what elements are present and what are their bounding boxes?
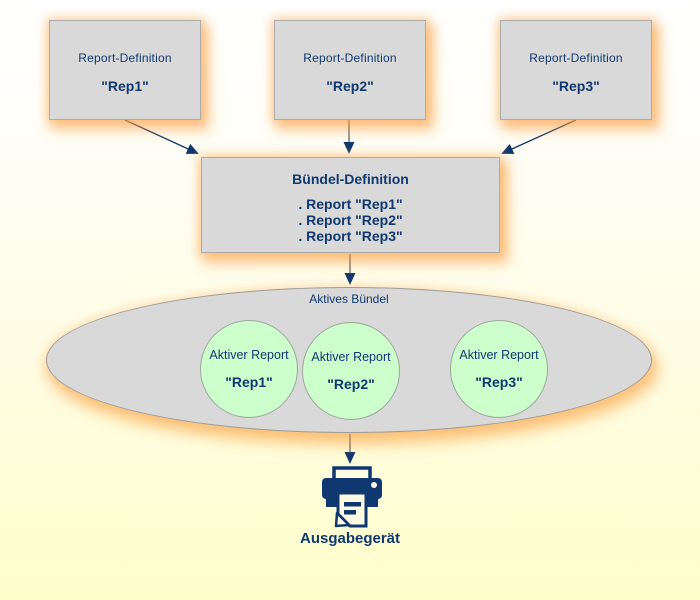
arrow-rep1-to-bundle (124, 119, 199, 154)
bundle-definition-box: Bündel-Definition . Report "Rep1" . Repo… (201, 157, 500, 253)
active-report-circle-rep3: Aktiver Report "Rep3" (450, 320, 548, 418)
report-definition-title: Report-Definition (78, 51, 172, 65)
report-name: "Rep2" (326, 78, 374, 94)
bundle-definition-title: Bündel-Definition (292, 171, 409, 187)
report-definition-title: Report-Definition (303, 51, 397, 65)
active-bundle-label: Aktives Bündel (309, 292, 389, 306)
bundle-report-item: . Report "Rep2" (298, 212, 403, 228)
report-definition-box-rep1: Report-Definition "Rep1" (49, 20, 201, 120)
arrow-rep3-to-bundle (501, 119, 577, 154)
active-report-circle-rep2: Aktiver Report "Rep2" (302, 322, 400, 420)
active-report-title: Aktiver Report (459, 348, 539, 362)
report-definition-box-rep2: Report-Definition "Rep2" (274, 20, 426, 120)
report-name: "Rep3" (552, 78, 600, 94)
active-report-name: "Rep1" (225, 374, 273, 390)
printer-icon (321, 466, 383, 528)
report-definition-title: Report-Definition (529, 51, 623, 65)
active-report-circle-rep1: Aktiver Report "Rep1" (200, 320, 298, 418)
bundle-report-item: . Report "Rep3" (298, 228, 403, 244)
active-report-title: Aktiver Report (209, 348, 289, 362)
active-report-name: "Rep3" (475, 374, 523, 390)
report-definition-box-rep3: Report-Definition "Rep3" (500, 20, 652, 120)
active-report-title: Aktiver Report (311, 350, 391, 364)
active-bundle-ellipse: Aktives Bündel Aktiver Report "Rep1" Akt… (46, 287, 652, 433)
report-name: "Rep1" (101, 78, 149, 94)
bundle-report-item: . Report "Rep1" (298, 196, 403, 212)
bundle-report-list: . Report "Rep1" . Report "Rep2" . Report… (298, 196, 402, 244)
output-device-label: Ausgabegerät (299, 530, 401, 547)
active-report-name: "Rep2" (327, 376, 375, 392)
